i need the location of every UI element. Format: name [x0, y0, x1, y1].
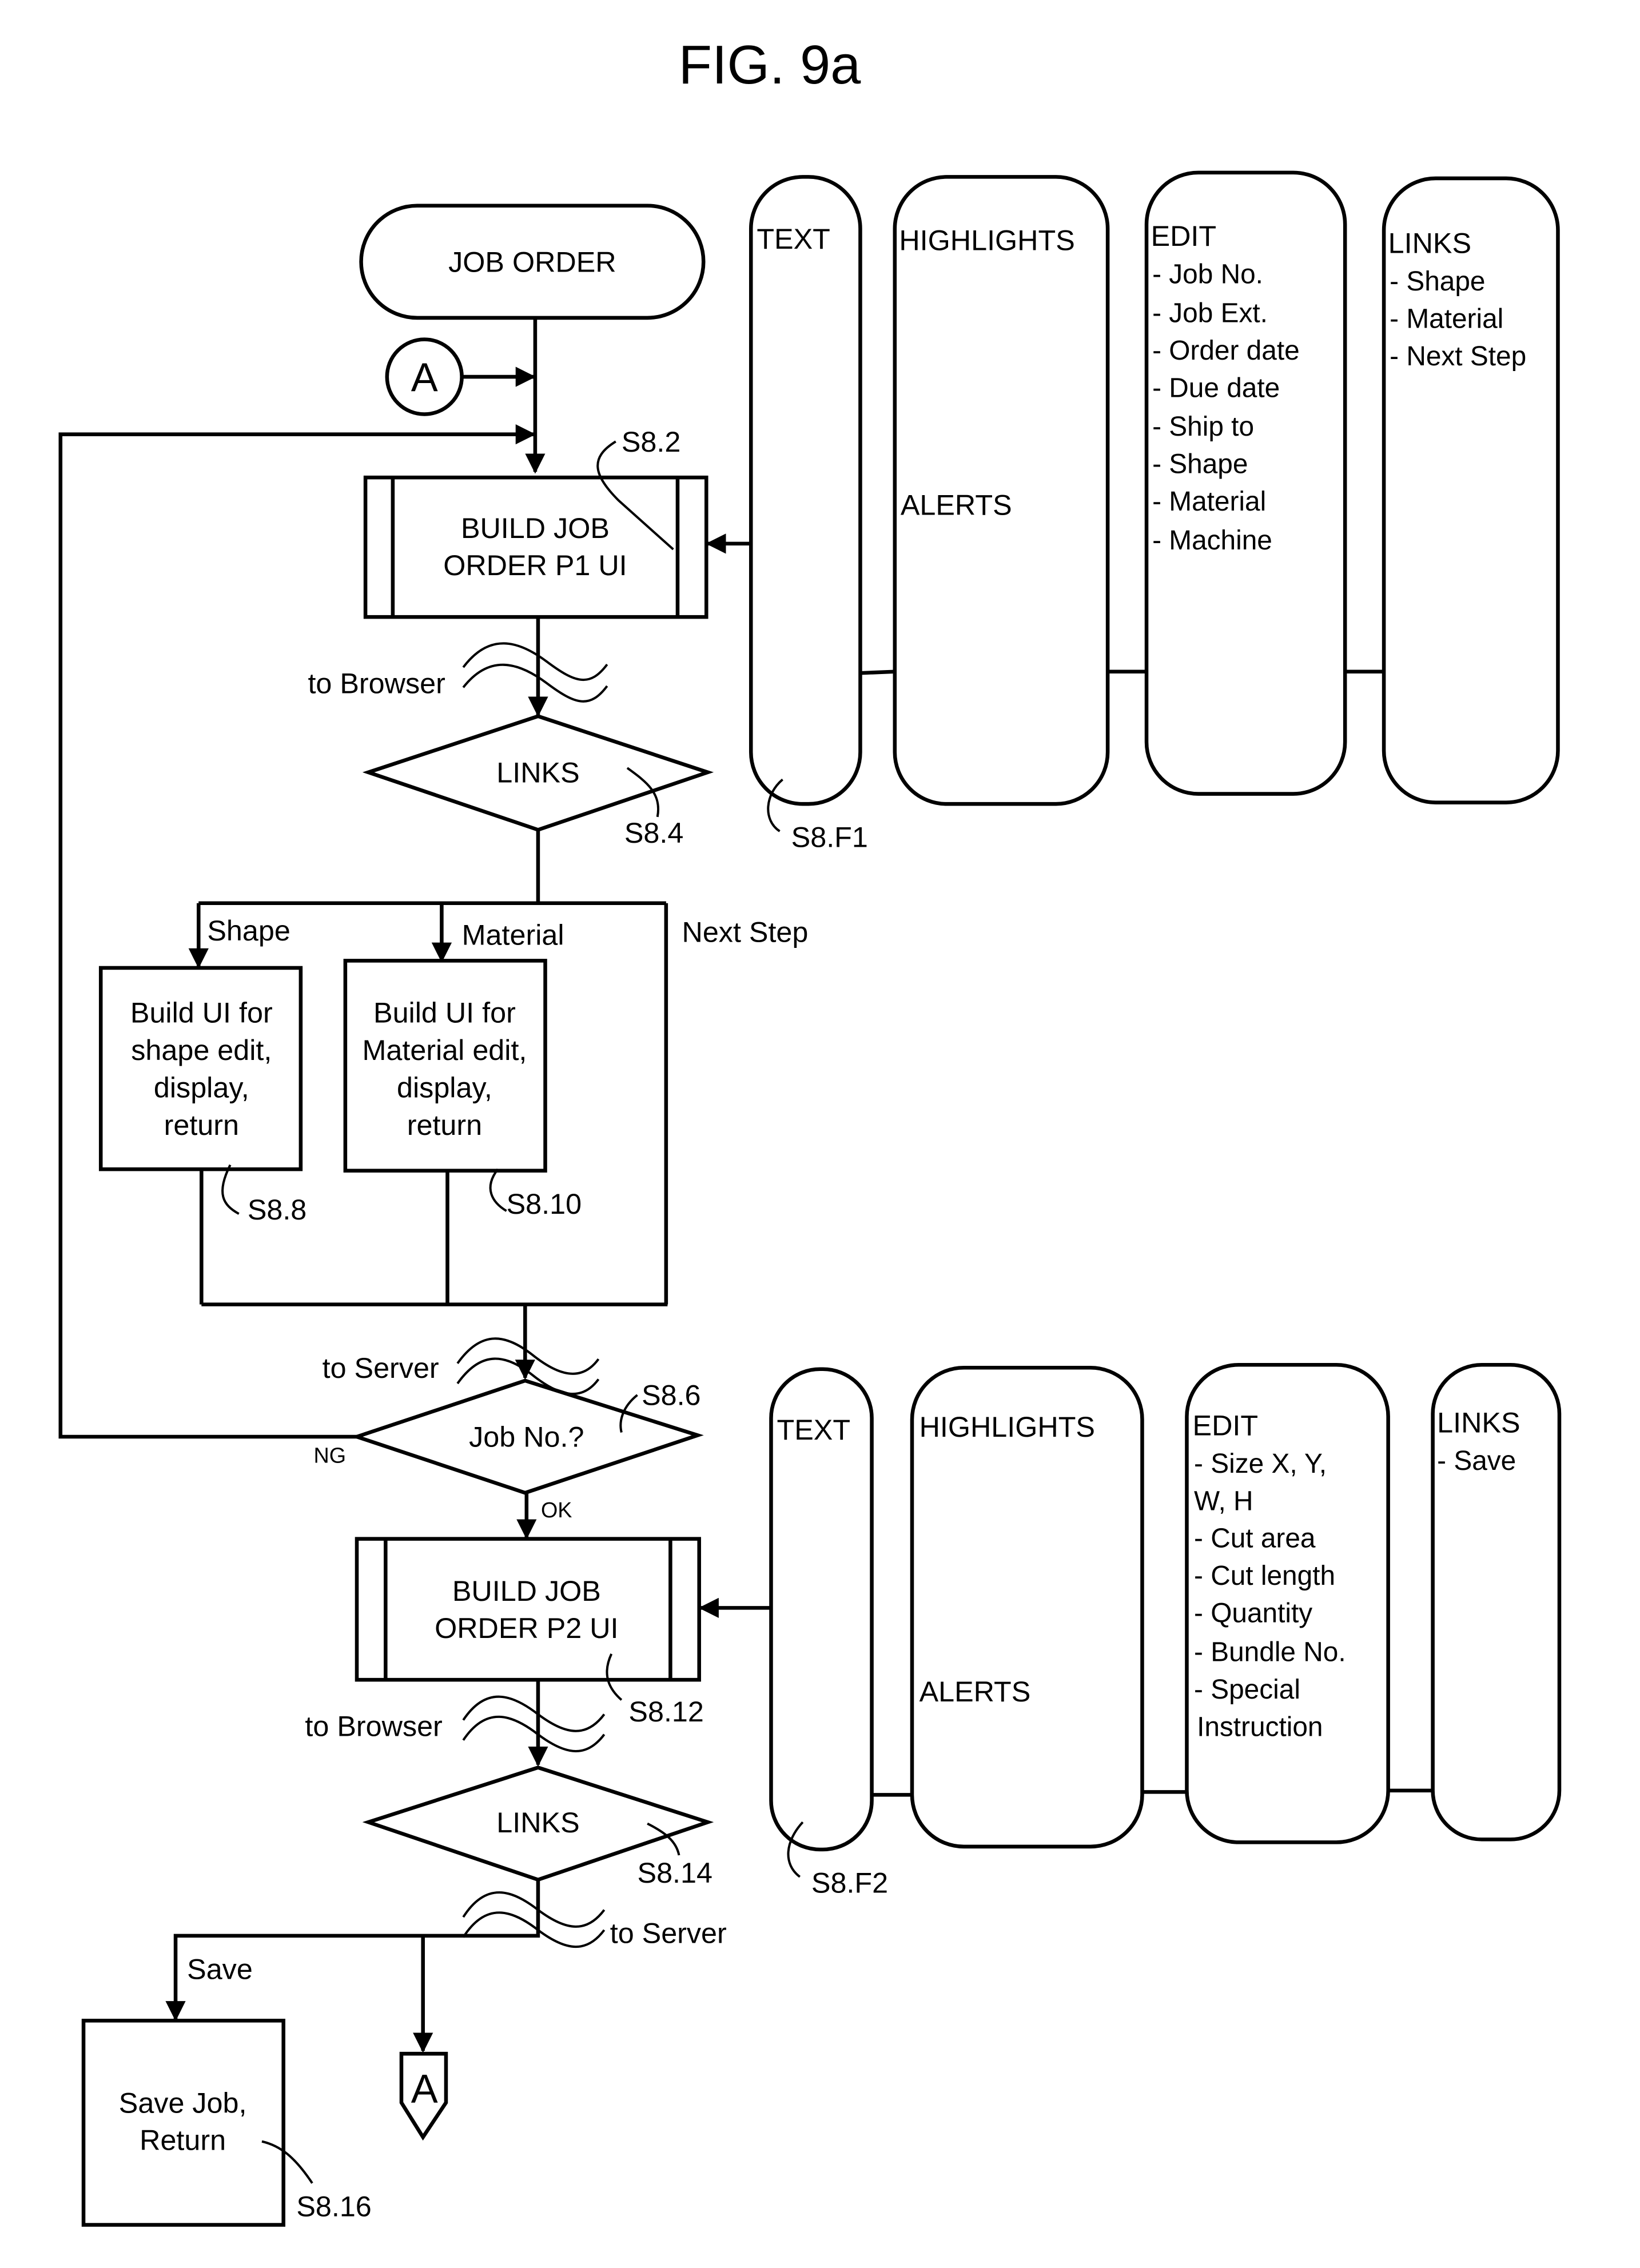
p1-process: [365, 477, 706, 617]
form1-links-header: LINKS: [1388, 227, 1471, 260]
material-ref-leader: [491, 1169, 507, 1211]
to-server-label-2: to Server: [610, 1916, 727, 1949]
form2-edit-item: - Size X, Y,: [1194, 1449, 1327, 1479]
branch-save-label: Save: [187, 1952, 253, 1985]
ng-label: NG: [314, 1443, 347, 1467]
flow-line: [176, 1880, 538, 2019]
to-browser-label-1: to Browser: [308, 667, 445, 699]
connector-a-in-label: A: [411, 354, 438, 400]
p1-label-1: BUILD JOB: [461, 512, 610, 544]
branch-shape-label: Shape: [207, 914, 290, 947]
material-edit-line: Build UI for: [373, 997, 516, 1029]
network-break-icon: [463, 1717, 604, 1751]
to-server-label-1: to Server: [323, 1352, 439, 1384]
material-edit-line: return: [407, 1109, 482, 1141]
form1-column-link: [860, 672, 894, 673]
form1-links-item: - Material: [1390, 304, 1503, 334]
form1-text-column: [751, 177, 860, 804]
form1-edit-item: - Machine: [1152, 525, 1272, 556]
form1-links-item: - Next Step: [1390, 341, 1526, 372]
network-break-icon: [457, 1338, 599, 1374]
links2-ref: S8.14: [638, 1856, 712, 1889]
to-browser-label-2: to Browser: [305, 1709, 442, 1742]
form1-edit-item: - Order date: [1152, 336, 1300, 366]
form1-edit-item: - Material: [1152, 487, 1266, 517]
branch-material-label: Material: [462, 919, 564, 951]
ok-label: OK: [541, 1498, 572, 1522]
form2-highlights-header: HIGHLIGHTS: [919, 1410, 1095, 1443]
links-decision-2-label: LINKS: [496, 1806, 579, 1839]
form2-edit-item: W, H: [1194, 1486, 1253, 1516]
form2-edit-item: - Cut area: [1194, 1524, 1316, 1554]
p1-ref: S8.2: [622, 425, 680, 458]
network-break-icon: [463, 1892, 604, 1927]
links-decision-1-label: LINKS: [496, 756, 579, 788]
network-break-icon: [463, 665, 607, 701]
shape-ref-leader: [222, 1165, 239, 1214]
figure-title: FIG. 9a: [679, 34, 862, 95]
p2-process: [357, 1539, 699, 1680]
p1-label-2: ORDER P1 UI: [443, 549, 627, 581]
network-break-icon: [463, 1697, 604, 1731]
links1-ref: S8.4: [624, 816, 683, 849]
p2-ref: S8.12: [628, 1695, 703, 1728]
form1-edit-item: - Shape: [1152, 449, 1248, 480]
form2-edit-header: EDIT: [1193, 1409, 1259, 1442]
form2-edit-item: - Bundle No.: [1194, 1637, 1346, 1667]
form2-edit-item: - Quantity: [1194, 1599, 1312, 1629]
form1-edit-header: EDIT: [1151, 220, 1217, 252]
save-ref: S8.16: [296, 2190, 371, 2222]
shape-edit-line: display,: [154, 1071, 249, 1103]
save-job-line: Return: [140, 2124, 226, 2157]
form1-highlights-header: HIGHLIGHTS: [899, 224, 1074, 257]
form1-edit-item: - Job No.: [1152, 260, 1263, 290]
start-label: JOB ORDER: [448, 245, 616, 278]
form1-text-header: TEXT: [757, 222, 830, 255]
job-no-decision-label: Job No.?: [469, 1421, 584, 1453]
form2-edit-item: - Cut length: [1194, 1561, 1335, 1591]
form1-ref: S8.F1: [791, 821, 868, 854]
shape-edit-line: Build UI for: [130, 997, 273, 1029]
p2-label-1: BUILD JOB: [452, 1575, 601, 1607]
branch-next-label: Next Step: [682, 916, 809, 948]
connector-a-out-label: A: [411, 2066, 438, 2111]
jobno-ref: S8.6: [642, 1379, 700, 1412]
form1-edit-item: - Due date: [1152, 373, 1280, 403]
form2-edit-item: - Special: [1194, 1675, 1300, 1705]
network-break-icon: [463, 1912, 604, 1947]
form1-layout: TEXT HIGHLIGHTS ALERTS EDIT - Job No. - …: [751, 173, 1558, 854]
form1-edit-item: - Ship to: [1152, 412, 1254, 442]
form2-ref: S8.F2: [811, 1866, 888, 1899]
form2-layout: TEXT HIGHLIGHTS ALERTS EDIT - Size X, Y,…: [771, 1365, 1559, 1899]
material-ref: S8.10: [507, 1187, 582, 1220]
form2-edit-item: Instruction: [1197, 1712, 1323, 1742]
form2-links-item: - Save: [1437, 1446, 1516, 1476]
material-edit-line: Material edit,: [362, 1034, 527, 1066]
save-job-box: [83, 2020, 284, 2225]
form1-links-item: - Shape: [1390, 266, 1485, 297]
form1-alerts-label: ALERTS: [901, 489, 1012, 521]
form2-text-header: TEXT: [777, 1413, 851, 1446]
save-job-line: Save Job,: [119, 2086, 247, 2119]
form2-links-header: LINKS: [1437, 1406, 1520, 1438]
form1-edit-item: - Job Ext.: [1152, 298, 1268, 328]
shape-edit-line: return: [164, 1109, 239, 1141]
shape-edit-line: shape edit,: [131, 1034, 272, 1066]
material-edit-line: display,: [397, 1071, 492, 1103]
form2-alerts-label: ALERTS: [919, 1675, 1031, 1708]
p2-label-2: ORDER P2 UI: [435, 1612, 618, 1644]
shape-ref: S8.8: [248, 1193, 306, 1226]
